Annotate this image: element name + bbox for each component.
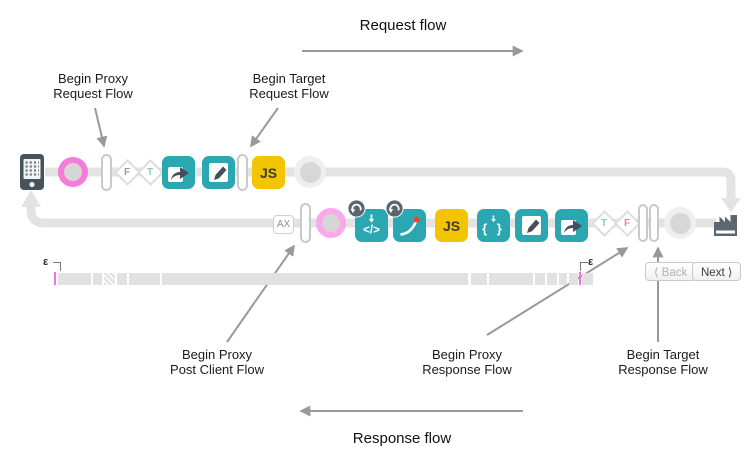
proxy-request-pointer-arrow xyxy=(94,107,108,148)
timeline-right-bracket xyxy=(580,262,588,271)
response-condition-false[interactable]: F xyxy=(614,210,640,236)
response-flow-title: Response flow xyxy=(352,430,452,447)
condition-true-letter: T xyxy=(600,217,608,229)
condition-true-letter: T xyxy=(146,166,154,178)
replay-badge-icon xyxy=(347,199,366,218)
timeline-segment xyxy=(162,273,468,285)
timeline-segment xyxy=(93,273,102,285)
begin-target-response-label: Begin Target Response Flow xyxy=(618,347,708,378)
request-start-transition[interactable] xyxy=(58,157,88,187)
target-request-pointer-arrow xyxy=(250,107,279,148)
timeline-left-bracket xyxy=(53,262,61,271)
timeline-right-elision: ε xyxy=(588,256,594,268)
timeline-segment xyxy=(582,273,593,285)
begin-proxy-request-label: Begin Proxy Request Flow xyxy=(53,71,133,102)
begin-proxy-response-label: Begin Proxy Response Flow xyxy=(422,347,512,378)
timeline-segment xyxy=(559,273,567,285)
target-backend-step[interactable] xyxy=(712,211,739,238)
request-condition-false[interactable]: F xyxy=(114,159,140,185)
js-policy-label: JS xyxy=(259,164,278,181)
svg-text:</>: </> xyxy=(363,225,380,237)
braces-icon: { } xyxy=(482,215,505,236)
response-code-policy-step[interactable]: </> xyxy=(347,199,388,242)
request-flow-title: Request flow xyxy=(359,17,447,34)
begin-proxy-request-flow-marker[interactable] xyxy=(101,154,112,191)
timeline-tick xyxy=(54,272,56,285)
timeline-tick xyxy=(579,272,581,285)
route-to-target-icon xyxy=(400,216,420,236)
timeline-segment xyxy=(547,273,557,285)
code-brackets-icon: </> xyxy=(363,214,380,237)
timeline-segment xyxy=(471,273,487,285)
begin-proxy-response-flow-marker[interactable] xyxy=(638,204,648,242)
response-variables-policy-step[interactable]: { } xyxy=(477,209,510,242)
condition-false-letter: F xyxy=(123,166,131,178)
js-policy-label: JS xyxy=(442,217,461,234)
next-button[interactable]: Next ⟩ xyxy=(692,262,742,281)
request-javascript-policy-step[interactable]: JS xyxy=(252,156,285,189)
begin-target-request-flow-marker[interactable] xyxy=(237,154,248,191)
response-javascript-policy-step[interactable]: JS xyxy=(435,209,468,242)
timeline-segment xyxy=(117,273,127,285)
begin-proxy-post-client-label: Begin Proxy Post Client Flow xyxy=(170,347,264,378)
callout-arrow-icon xyxy=(168,167,189,182)
condition-false-letter: F xyxy=(623,217,631,229)
replay-badge-icon xyxy=(385,199,404,218)
timeline-left-elision: ε xyxy=(43,256,49,268)
request-condition-true[interactable]: T xyxy=(137,159,163,185)
request-flow-arrowhead xyxy=(721,198,741,212)
request-edit-policy-step[interactable] xyxy=(202,156,235,189)
begin-proxy-post-client-flow-marker[interactable] xyxy=(300,203,311,243)
svg-text:{ }: { } xyxy=(482,221,505,236)
response-endpoint-dot[interactable] xyxy=(664,207,696,239)
timeline-segment xyxy=(58,273,91,285)
request-endpoint-dot[interactable] xyxy=(294,156,326,188)
pencil-icon xyxy=(209,163,228,182)
request-flow-line xyxy=(45,167,736,199)
response-flow-line xyxy=(26,206,716,228)
pencil-icon xyxy=(522,216,541,235)
response-route-policy-step[interactable] xyxy=(385,199,426,242)
smartphone-icon xyxy=(20,154,44,190)
begin-target-request-label: Begin Target Request Flow xyxy=(249,71,329,102)
response-condition-true[interactable]: T xyxy=(591,210,617,236)
response-transition[interactable] xyxy=(316,208,346,238)
response-callout-policy-step[interactable] xyxy=(555,209,588,242)
response-edit-policy-step[interactable] xyxy=(515,209,548,242)
timeline-segment xyxy=(489,273,533,285)
timeline-segment xyxy=(129,273,160,285)
response-flow-arrowhead xyxy=(21,190,41,207)
proxy-post-client-pointer-arrow xyxy=(226,244,295,343)
back-button[interactable]: ⟨ Back xyxy=(645,262,697,281)
request-callout-policy-step[interactable] xyxy=(162,156,195,189)
callout-arrow-icon xyxy=(561,220,582,235)
factory-icon xyxy=(714,215,737,236)
begin-target-response-flow-marker[interactable] xyxy=(649,204,659,242)
timeline-segment xyxy=(535,273,545,285)
ax-label: AX xyxy=(276,219,291,230)
timeline-segment xyxy=(569,273,578,285)
timeline-segment xyxy=(104,273,115,285)
proxy-response-pointer-arrow xyxy=(486,247,629,336)
analytics-marker[interactable]: AX xyxy=(273,215,294,234)
client-phone-step[interactable] xyxy=(19,153,45,191)
